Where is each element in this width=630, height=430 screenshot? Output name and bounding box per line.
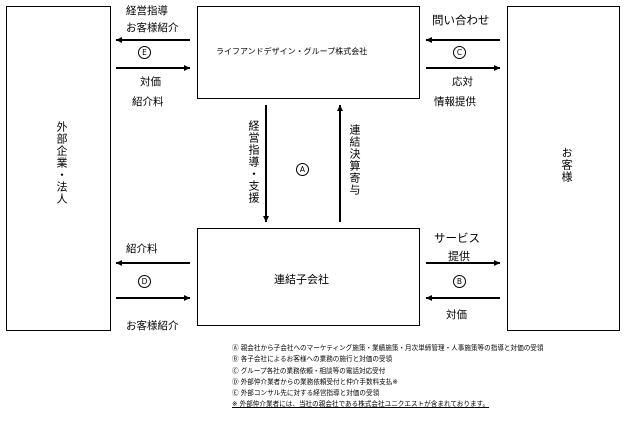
legend-line-c: Ⓒ グループ各社の業務依頼・相談等の電話対応受付 xyxy=(232,366,386,375)
b-label-provide: 提供 xyxy=(448,250,470,263)
d-circle-marker: D xyxy=(138,275,151,288)
d-label-referral: お客様紹介 xyxy=(126,320,179,332)
group-company-box: ライフアンドデザイン・グループ株式会社 xyxy=(197,6,420,99)
a-label-down: 経営指導・支援 xyxy=(247,120,260,204)
b-label-consideration: 対価 xyxy=(446,309,467,321)
b-label-service: サービス xyxy=(434,231,480,245)
legend-line-e: Ⓔ 外部コンサル先に対する経営指導と対価の受領 xyxy=(232,389,380,398)
c-label-info: 情報提供 xyxy=(434,96,476,108)
external-companies-label: 外部企業・法人 xyxy=(55,121,68,205)
subsidiary-box: 連結子会社 xyxy=(197,228,420,326)
c-circle-marker: C xyxy=(453,46,466,59)
e-label-referral: お客様紹介 xyxy=(126,22,179,34)
b-circle-marker: B xyxy=(453,275,466,288)
customer-box: お客様 xyxy=(507,6,620,331)
legend-line-a: Ⓐ 親会社から子会社へのマーケティング施策・業績施策・月次単締管理・人事施策等の… xyxy=(232,344,544,352)
e-label-fee: 紹介料 xyxy=(132,96,164,108)
e-label-management: 経営指導 xyxy=(126,5,168,17)
legend-line-d: Ⓓ 外部仲介業者からの業務依頼受付と仲介手数料支払※ xyxy=(232,377,398,386)
customer-label: お客様 xyxy=(560,147,573,183)
c-label-response: 応対 xyxy=(452,76,473,88)
a-label-up: 連結決算寄与 xyxy=(348,124,361,196)
group-company-label: ライフアンドデザイン・グループ株式会社 xyxy=(216,47,368,56)
a-circle-marker: A xyxy=(296,163,309,176)
legend-line-b: Ⓑ 各子会社によるお客様への業務の施行と対価の受領 xyxy=(232,355,393,364)
c-label-inquiry: 問い合わせ xyxy=(432,13,490,27)
e-label-consideration: 対価 xyxy=(140,76,161,88)
d-label-fee: 紹介料 xyxy=(126,243,158,255)
e-circle-marker: E xyxy=(138,46,151,59)
legend-note: ※ 外部仲介業者には、当社の親会社である株式会社ユニクエストが含まれております。 xyxy=(232,400,490,409)
subsidiary-label: 連結子会社 xyxy=(274,273,329,286)
legend: Ⓐ 親会社から子会社へのマーケティング施策・業績施策・月次単締管理・人事施策等の… xyxy=(232,343,627,411)
external-companies-box: 外部企業・法人 xyxy=(6,6,111,331)
